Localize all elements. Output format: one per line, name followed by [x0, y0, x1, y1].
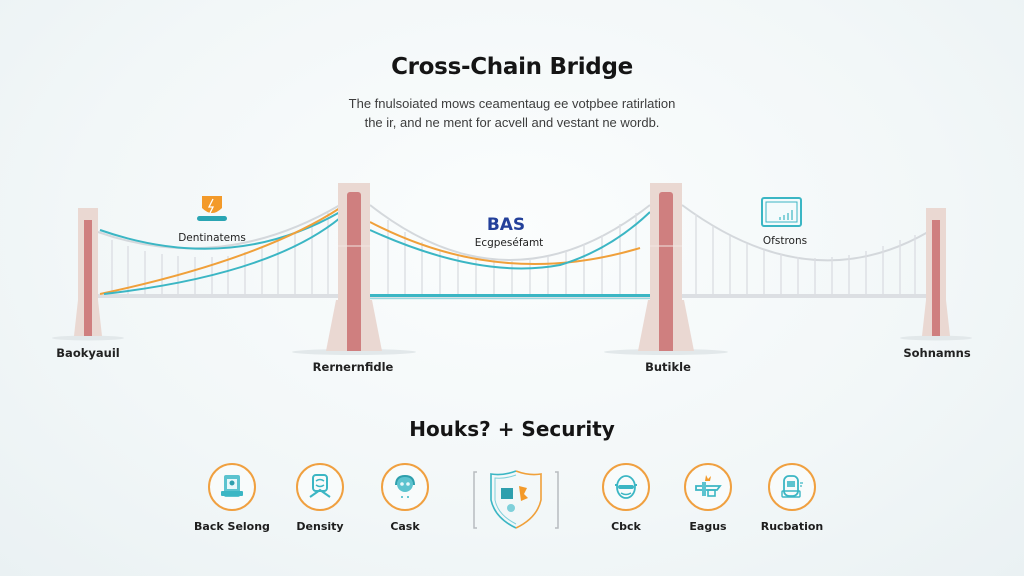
bridge-diagram — [52, 183, 972, 355]
feature-icon-ring — [602, 463, 650, 511]
orange-cable-center — [369, 221, 641, 265]
tower-far-left — [74, 208, 102, 336]
feature-icon-ring — [296, 463, 344, 511]
central-security-shield[interactable] — [473, 468, 559, 532]
teal-cable-left-lower — [103, 217, 341, 295]
tower-label-center-right: Butikle — [645, 360, 691, 374]
tower-label-far-right: Sohnamns — [903, 346, 971, 360]
face-lock-icon — [615, 475, 637, 499]
plane-crown-icon — [695, 475, 722, 497]
data-cables — [99, 207, 651, 295]
document-shield-icon — [221, 475, 243, 497]
feature-icon-ring — [684, 463, 732, 511]
subtitle-line-2: the ir, and ne ment for acvell and vesta… — [364, 115, 660, 130]
robot-terminal-icon — [781, 475, 803, 498]
hangers — [111, 213, 916, 296]
tower-center-left — [326, 183, 382, 351]
page-title: Cross-Chain Bridge — [391, 54, 633, 80]
tower-far-right — [922, 208, 950, 336]
headset-icon — [395, 474, 415, 498]
feature-icon-ring — [208, 463, 256, 511]
feature-label: Cbck — [611, 520, 641, 533]
feature-density[interactable]: Density — [260, 463, 380, 533]
monitor-chart-icon — [761, 197, 802, 227]
feature-label: Density — [296, 520, 344, 533]
central-shield-icon — [473, 470, 559, 529]
teal-cable-left-upper — [99, 211, 341, 250]
feature-eagus[interactable]: Eagus — [648, 463, 768, 533]
feature-rucbation[interactable]: Rucbation — [732, 463, 852, 533]
ground-shadows — [52, 335, 972, 355]
subtitle-line-1: The fnulsoiated mows ceamentaug ee votpb… — [348, 96, 676, 111]
feature-cask[interactable]: Cask — [345, 463, 465, 533]
tower-center-right — [638, 183, 694, 351]
feature-label: Back Selong — [194, 520, 270, 533]
orange-cable-left — [99, 207, 341, 295]
annotation-destinations-label: Dentinatems — [178, 232, 246, 244]
shield-lightning-icon — [197, 196, 227, 221]
annotation-bas-heading: BAS — [486, 215, 526, 235]
annotation-bas-label: Ecgpeséfamt — [474, 237, 544, 249]
identity-scan-icon — [309, 474, 331, 498]
security-section-title: Houks? + Security — [409, 417, 615, 441]
annotation-obstrons-label: Ofstrons — [762, 235, 808, 247]
gray-cables — [97, 204, 929, 262]
feature-back-selong[interactable]: Back Selong — [172, 463, 292, 533]
tower-label-center-left: Rernernfidle — [312, 360, 394, 374]
feature-label: Cask — [390, 520, 420, 533]
page-subtitle: The fnulsoiated mows ceamentaug ee votpb… — [0, 94, 1024, 132]
teal-cable-center — [369, 211, 651, 270]
feature-icon-ring — [768, 463, 816, 511]
feature-cbck[interactable]: Cbck — [566, 463, 686, 533]
bridge-deck — [96, 294, 932, 300]
feature-icon-ring — [381, 463, 429, 511]
feature-label: Eagus — [689, 520, 727, 533]
tower-label-far-left: Baokyauil — [56, 346, 120, 360]
feature-label: Rucbation — [760, 520, 824, 533]
